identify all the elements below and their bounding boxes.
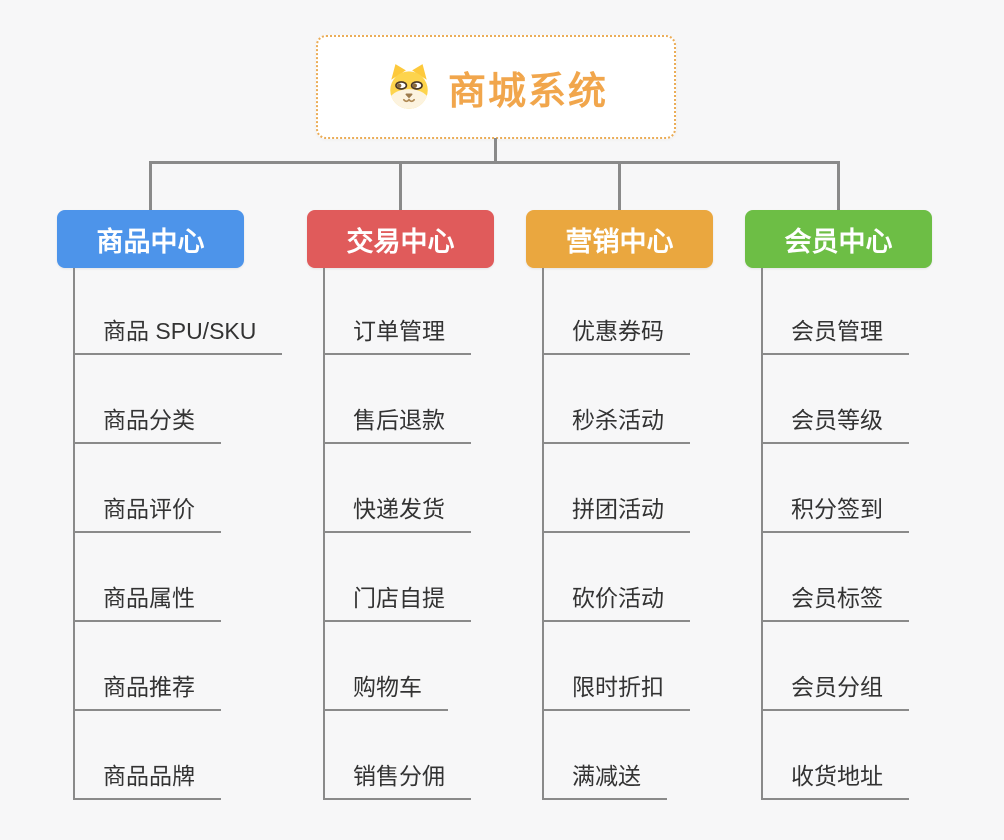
branch-header-marketing-center[interactable]: 营销中心 xyxy=(526,210,713,268)
leaf-node[interactable]: 满减送 xyxy=(542,762,667,800)
leaf-node[interactable]: 优惠券码 xyxy=(542,317,690,355)
branch-header-member-center[interactable]: 会员中心 xyxy=(745,210,932,268)
branch-line-trade-center xyxy=(323,268,325,800)
branch-line-marketing-center xyxy=(542,268,544,800)
branch-line-member-center xyxy=(761,268,763,800)
connector-drop-product-center xyxy=(149,161,152,210)
connector-horizontal-bar xyxy=(149,161,840,164)
leaf-node[interactable]: 秒杀活动 xyxy=(542,406,690,444)
leaf-node[interactable]: 购物车 xyxy=(323,673,448,711)
leaf-node[interactable]: 售后退款 xyxy=(323,406,471,444)
branch-header-product-center[interactable]: 商品中心 xyxy=(57,210,244,268)
leaf-node[interactable]: 订单管理 xyxy=(323,317,471,355)
leaf-node[interactable]: 会员分组 xyxy=(761,673,909,711)
connector-drop-trade-center xyxy=(399,161,402,210)
root-node[interactable]: 商城系统 xyxy=(316,35,676,139)
branch-header-trade-center[interactable]: 交易中心 xyxy=(307,210,494,268)
connector-drop-marketing-center xyxy=(618,161,621,210)
dog-face-icon xyxy=(384,62,434,112)
leaf-node[interactable]: 积分签到 xyxy=(761,495,909,533)
leaf-node[interactable]: 商品品牌 xyxy=(73,762,221,800)
leaf-node[interactable]: 收货地址 xyxy=(761,762,909,800)
leaf-node[interactable]: 销售分佣 xyxy=(323,762,471,800)
leaf-node[interactable]: 商品推荐 xyxy=(73,673,221,711)
leaf-node[interactable]: 门店自提 xyxy=(323,584,471,622)
leaf-node[interactable]: 砍价活动 xyxy=(542,584,690,622)
leaf-node[interactable]: 商品评价 xyxy=(73,495,221,533)
connector-drop-member-center xyxy=(837,161,840,210)
leaf-node[interactable]: 商品 SPU/SKU xyxy=(73,317,283,355)
leaf-node[interactable]: 会员等级 xyxy=(761,406,909,444)
leaf-node[interactable]: 限时折扣 xyxy=(542,673,690,711)
leaf-node[interactable]: 快递发货 xyxy=(323,495,471,533)
leaf-node[interactable]: 商品属性 xyxy=(73,584,221,622)
leaf-node[interactable]: 商品分类 xyxy=(73,406,221,444)
leaf-node[interactable]: 拼团活动 xyxy=(542,495,690,533)
leaf-node[interactable]: 会员标签 xyxy=(761,584,909,622)
root-label: 商城系统 xyxy=(447,70,608,113)
branch-line-product-center xyxy=(73,268,75,800)
leaf-node[interactable]: 会员管理 xyxy=(761,317,909,355)
connector-root-stem xyxy=(494,138,497,163)
